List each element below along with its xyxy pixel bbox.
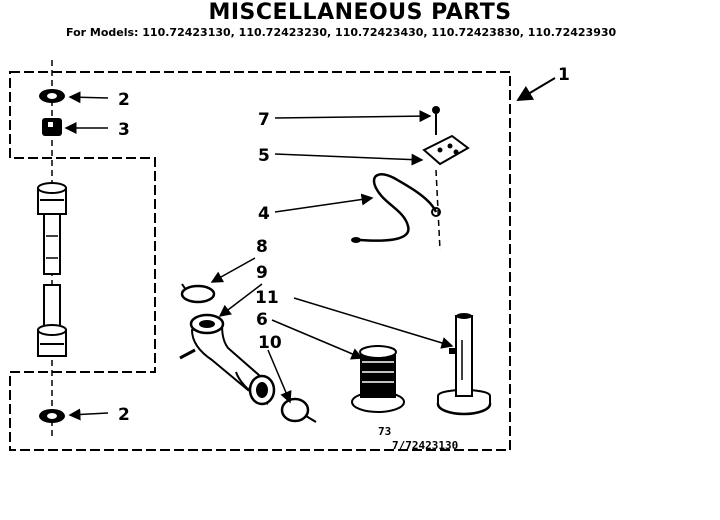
seal-ring <box>280 397 317 423</box>
callout-7: 7 <box>258 110 270 130</box>
spindle-post <box>436 313 492 416</box>
assembly-boundary <box>9 71 511 451</box>
callout-1: 1 <box>558 65 570 85</box>
callout-3: 3 <box>118 120 130 140</box>
page-code: 73 <box>378 425 391 438</box>
page-title: MISCELLANEOUS PARTS <box>208 0 512 25</box>
callout-6: 6 <box>256 310 268 330</box>
lower-coupling <box>37 284 67 357</box>
ground-wire-assembly <box>351 106 470 251</box>
washer-bottom <box>39 409 65 423</box>
callout-9: 9 <box>256 263 268 283</box>
pump-hose-group <box>179 283 317 423</box>
models-prefix: For Models: <box>66 26 139 39</box>
clamp-ring <box>180 283 216 304</box>
callout-10: 10 <box>258 333 282 353</box>
callout-8: 8 <box>256 237 268 257</box>
ground-wire <box>359 173 438 242</box>
agitator-shaft-assembly <box>37 60 67 440</box>
hose-elbow <box>179 313 276 406</box>
model-list: For Models: 110.72423130, 110.72423230, … <box>66 26 716 39</box>
drawing-number: 7/72423130 <box>392 439 458 452</box>
cap-part <box>42 118 62 136</box>
callout-2-bottom: 2 <box>118 405 130 425</box>
models-numbers: 110.72423130, 110.72423230, 110.72423430… <box>142 26 617 39</box>
washer-top <box>39 89 65 103</box>
clip-bracket <box>422 134 470 166</box>
filter-part <box>351 345 405 413</box>
callout-4: 4 <box>258 204 270 224</box>
callout-2-top: 2 <box>118 90 130 110</box>
upper-coupling <box>37 182 67 275</box>
callout-5: 5 <box>258 146 270 166</box>
callout-11: 11 <box>255 288 279 308</box>
